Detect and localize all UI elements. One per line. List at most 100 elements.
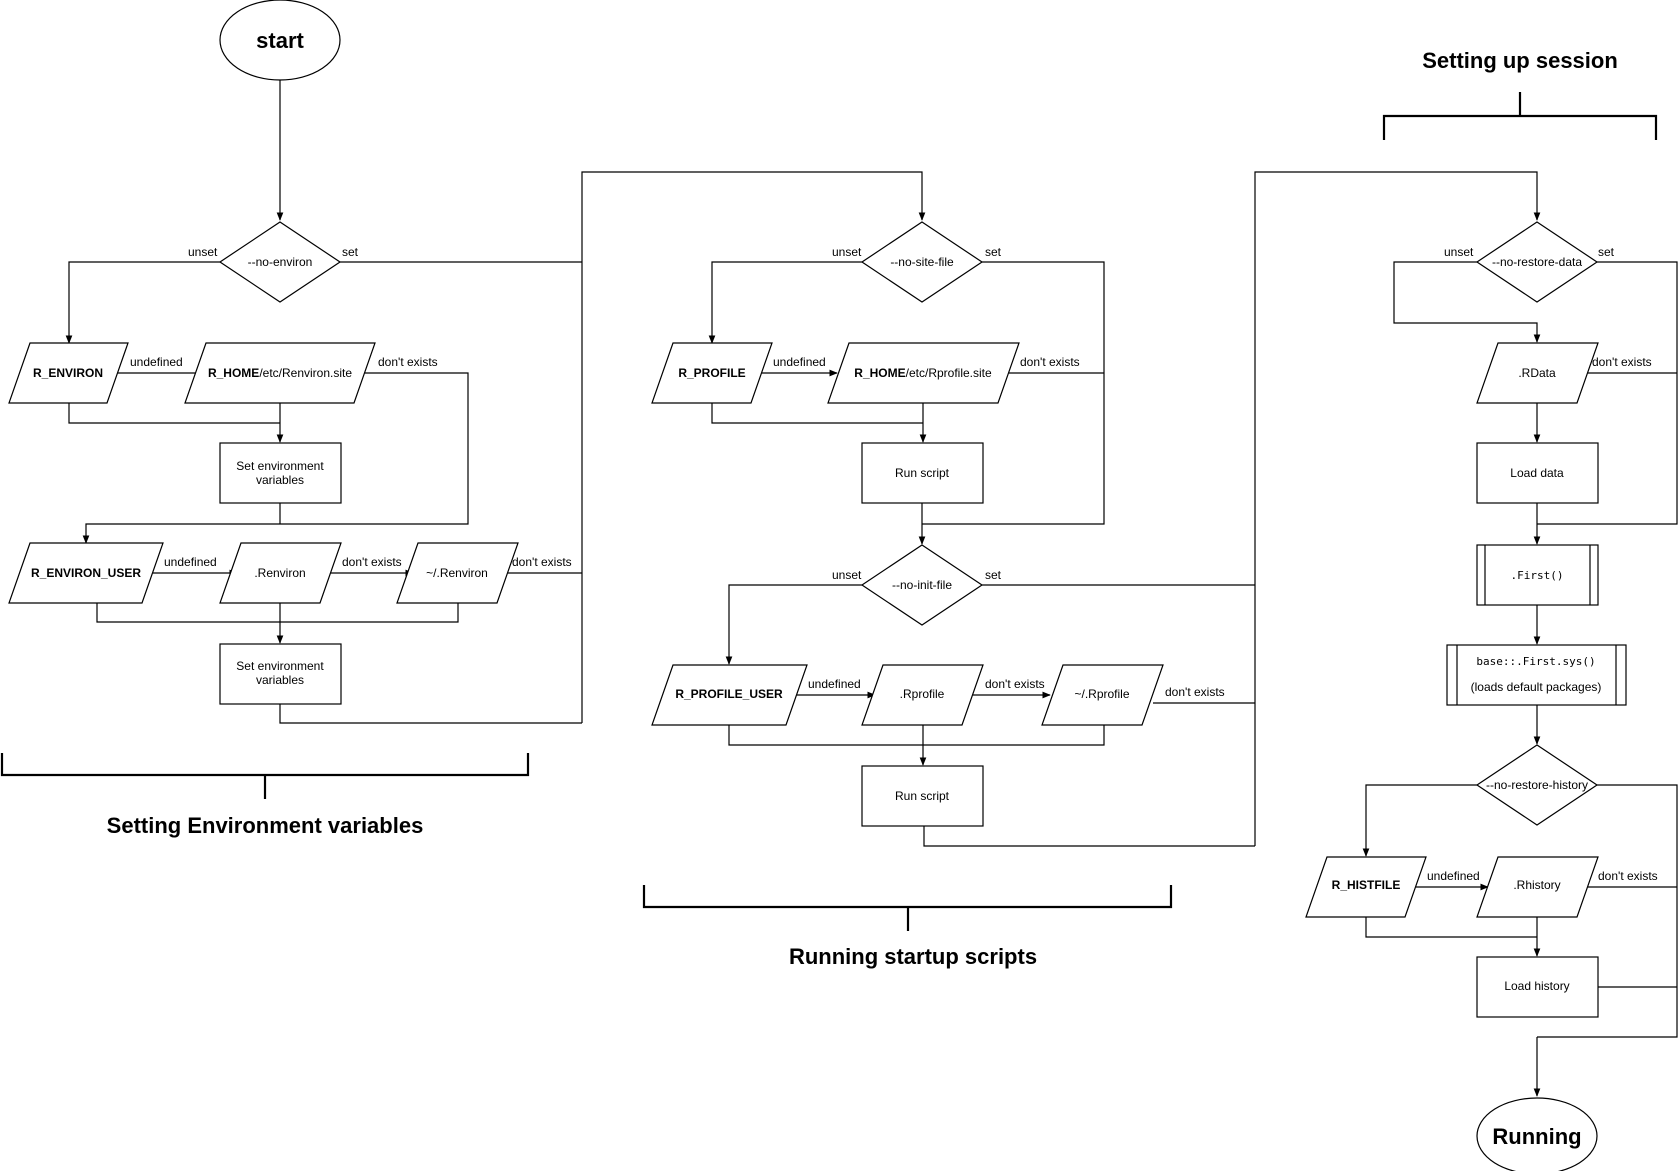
run-script-2-label: Run script <box>895 789 950 803</box>
edge-site-unset <box>708 261 862 344</box>
process-set-env-2: Set environment variables <box>219 643 342 705</box>
io-r-profile-user: R_PROFILE_USER <box>651 664 808 726</box>
edge-data-unset <box>1393 261 1541 343</box>
rprofile-site-rest: /etc/Rprofile.site <box>906 366 992 380</box>
renviron-site-rest: /etc/Renviron.site <box>259 366 352 380</box>
io-rprofile-site: R_HOME/etc/Rprofile.site <box>827 342 1020 404</box>
io-dot-renviron-label: .Renviron <box>254 566 305 580</box>
edge-label-undefined-2: undefined <box>164 555 217 569</box>
set-env-1-line1: Set environment <box>236 459 324 473</box>
io-home-renviron: ~/.Renviron <box>396 542 519 604</box>
io-rprofile-site-label: R_HOME/etc/Rprofile.site <box>854 366 992 380</box>
io-r-histfile-label: R_HISTFILE <box>1332 878 1401 892</box>
edge-label-unset-init: unset <box>832 568 862 582</box>
edge-label-unset-data: unset <box>1444 245 1474 259</box>
decision-no-environ: --no-environ <box>218 221 342 303</box>
section-title-env: Setting Environment variables <box>107 813 424 838</box>
start-terminal: start <box>219 0 341 81</box>
edge-rprofile-user-merge <box>728 725 1105 746</box>
edge-env-to-scripts <box>581 171 926 262</box>
io-home-renviron-label: ~/.Renviron <box>426 566 488 580</box>
load-history-label: Load history <box>1504 979 1569 993</box>
io-home-rprofile: ~/.Rprofile <box>1041 664 1164 726</box>
io-home-rprofile-label: ~/.Rprofile <box>1074 687 1129 701</box>
io-rhistory: .Rhistory <box>1476 856 1599 918</box>
io-r-histfile: R_HISTFILE <box>1305 856 1427 918</box>
io-dot-rprofile-label: .Rprofile <box>900 687 945 701</box>
process-run-script-2: Run script <box>861 765 984 827</box>
first-label: .First() <box>1511 569 1564 582</box>
edge-label-dont-exists-5: don't exists <box>985 677 1045 691</box>
first-sys-note: (loads default packages) <box>1471 680 1602 694</box>
edge-environ-unset <box>65 261 220 344</box>
edge-site-set <box>922 261 1105 525</box>
process-load-history: Load history <box>1476 956 1599 1018</box>
io-rhistory-label: .Rhistory <box>1513 878 1560 892</box>
renviron-site-bold: R_HOME <box>208 366 259 380</box>
edge-label-dont-exists-2: don't exists <box>342 555 402 569</box>
io-rdata-label: .RData <box>1518 366 1556 380</box>
edge-scripts-to-session <box>1254 171 1541 585</box>
io-renviron-site: R_HOME/etc/Renviron.site <box>184 342 376 404</box>
set-env-2-line1: Set environment <box>236 659 324 673</box>
process-run-script-1: Run script <box>861 442 984 504</box>
edge-label-dont-exists-3: don't exists <box>512 555 572 569</box>
bracket-scripts <box>642 885 1173 931</box>
edge-label-undefined-5: undefined <box>1427 869 1480 883</box>
end-terminal: Running <box>1476 1097 1598 1171</box>
edge-label-undefined-3: undefined <box>773 355 826 369</box>
edge-init-unset <box>725 584 862 665</box>
edge-label-set-site: set <box>985 245 1002 259</box>
edge-label-unset-environ: unset <box>188 245 218 259</box>
io-rdata: .RData <box>1476 342 1599 404</box>
edge-history-set <box>1537 784 1678 1038</box>
decision-no-restore-data-label: --no-restore-data <box>1492 255 1582 269</box>
rprofile-site-bold: R_HOME <box>854 366 905 380</box>
edge-renviron-site-missing <box>82 372 469 544</box>
load-data-label: Load data <box>1510 466 1564 480</box>
edge-label-dont-exists-7: don't exists <box>1592 355 1652 369</box>
edge-label-undefined-4: undefined <box>808 677 861 691</box>
io-r-environ: R_ENVIRON <box>8 342 129 404</box>
run-script-1-label: Run script <box>895 466 950 480</box>
edge-label-unset-site: unset <box>832 245 862 259</box>
decision-no-site-file-label: --no-site-file <box>890 255 954 269</box>
edge-label-dont-exists-8: don't exists <box>1598 869 1658 883</box>
decision-no-init-file-label: --no-init-file <box>892 578 952 592</box>
edge-run-script-2-out <box>923 826 1255 847</box>
start-label: start <box>256 28 304 53</box>
section-title-session: Setting up session <box>1422 48 1618 73</box>
bracket-env <box>0 753 530 799</box>
edge-label-undefined-1: undefined <box>130 355 183 369</box>
io-dot-rprofile: .Rprofile <box>861 664 984 726</box>
edge-history-unset <box>1362 784 1477 857</box>
set-env-1-line2: variables <box>256 473 304 487</box>
edge-set-env-2-out <box>279 704 582 724</box>
io-r-profile-user-label: R_PROFILE_USER <box>675 687 783 701</box>
io-renviron-site-label: R_HOME/etc/Renviron.site <box>208 366 352 380</box>
process-load-data: Load data <box>1476 442 1599 504</box>
decision-no-init-file: --no-init-file <box>860 544 984 626</box>
io-r-profile-label: R_PROFILE <box>678 366 745 380</box>
process-set-env-1: Set environment variables <box>219 442 342 504</box>
decision-no-restore-history: --no-restore-history <box>1475 744 1599 826</box>
bracket-session <box>1382 92 1658 140</box>
edge-rprofile-merge <box>711 403 923 424</box>
section-title-scripts: Running startup scripts <box>789 944 1037 969</box>
set-env-2-line2: variables <box>256 673 304 687</box>
edge-renviron-merge <box>68 403 280 424</box>
edge-label-set-data: set <box>1598 245 1615 259</box>
io-r-environ-user: R_ENVIRON_USER <box>8 542 164 604</box>
first-sys-label: base::.First.sys() <box>1476 655 1595 668</box>
decision-no-site-file: --no-site-file <box>860 221 984 303</box>
decision-no-restore-data: --no-restore-data <box>1475 221 1599 303</box>
subprocess-first-sys: base::.First.sys() (loads default packag… <box>1446 644 1627 706</box>
edge-renviron-user-merge <box>96 603 459 623</box>
io-r-environ-user-label: R_ENVIRON_USER <box>31 566 141 580</box>
edge-label-dont-exists-6: don't exists <box>1165 685 1225 699</box>
edge-label-set-environ: set <box>342 245 359 259</box>
decision-no-restore-history-label: --no-restore-history <box>1486 778 1588 792</box>
edge-label-dont-exists-4: don't exists <box>1020 355 1080 369</box>
edge-data-set <box>1537 261 1678 525</box>
